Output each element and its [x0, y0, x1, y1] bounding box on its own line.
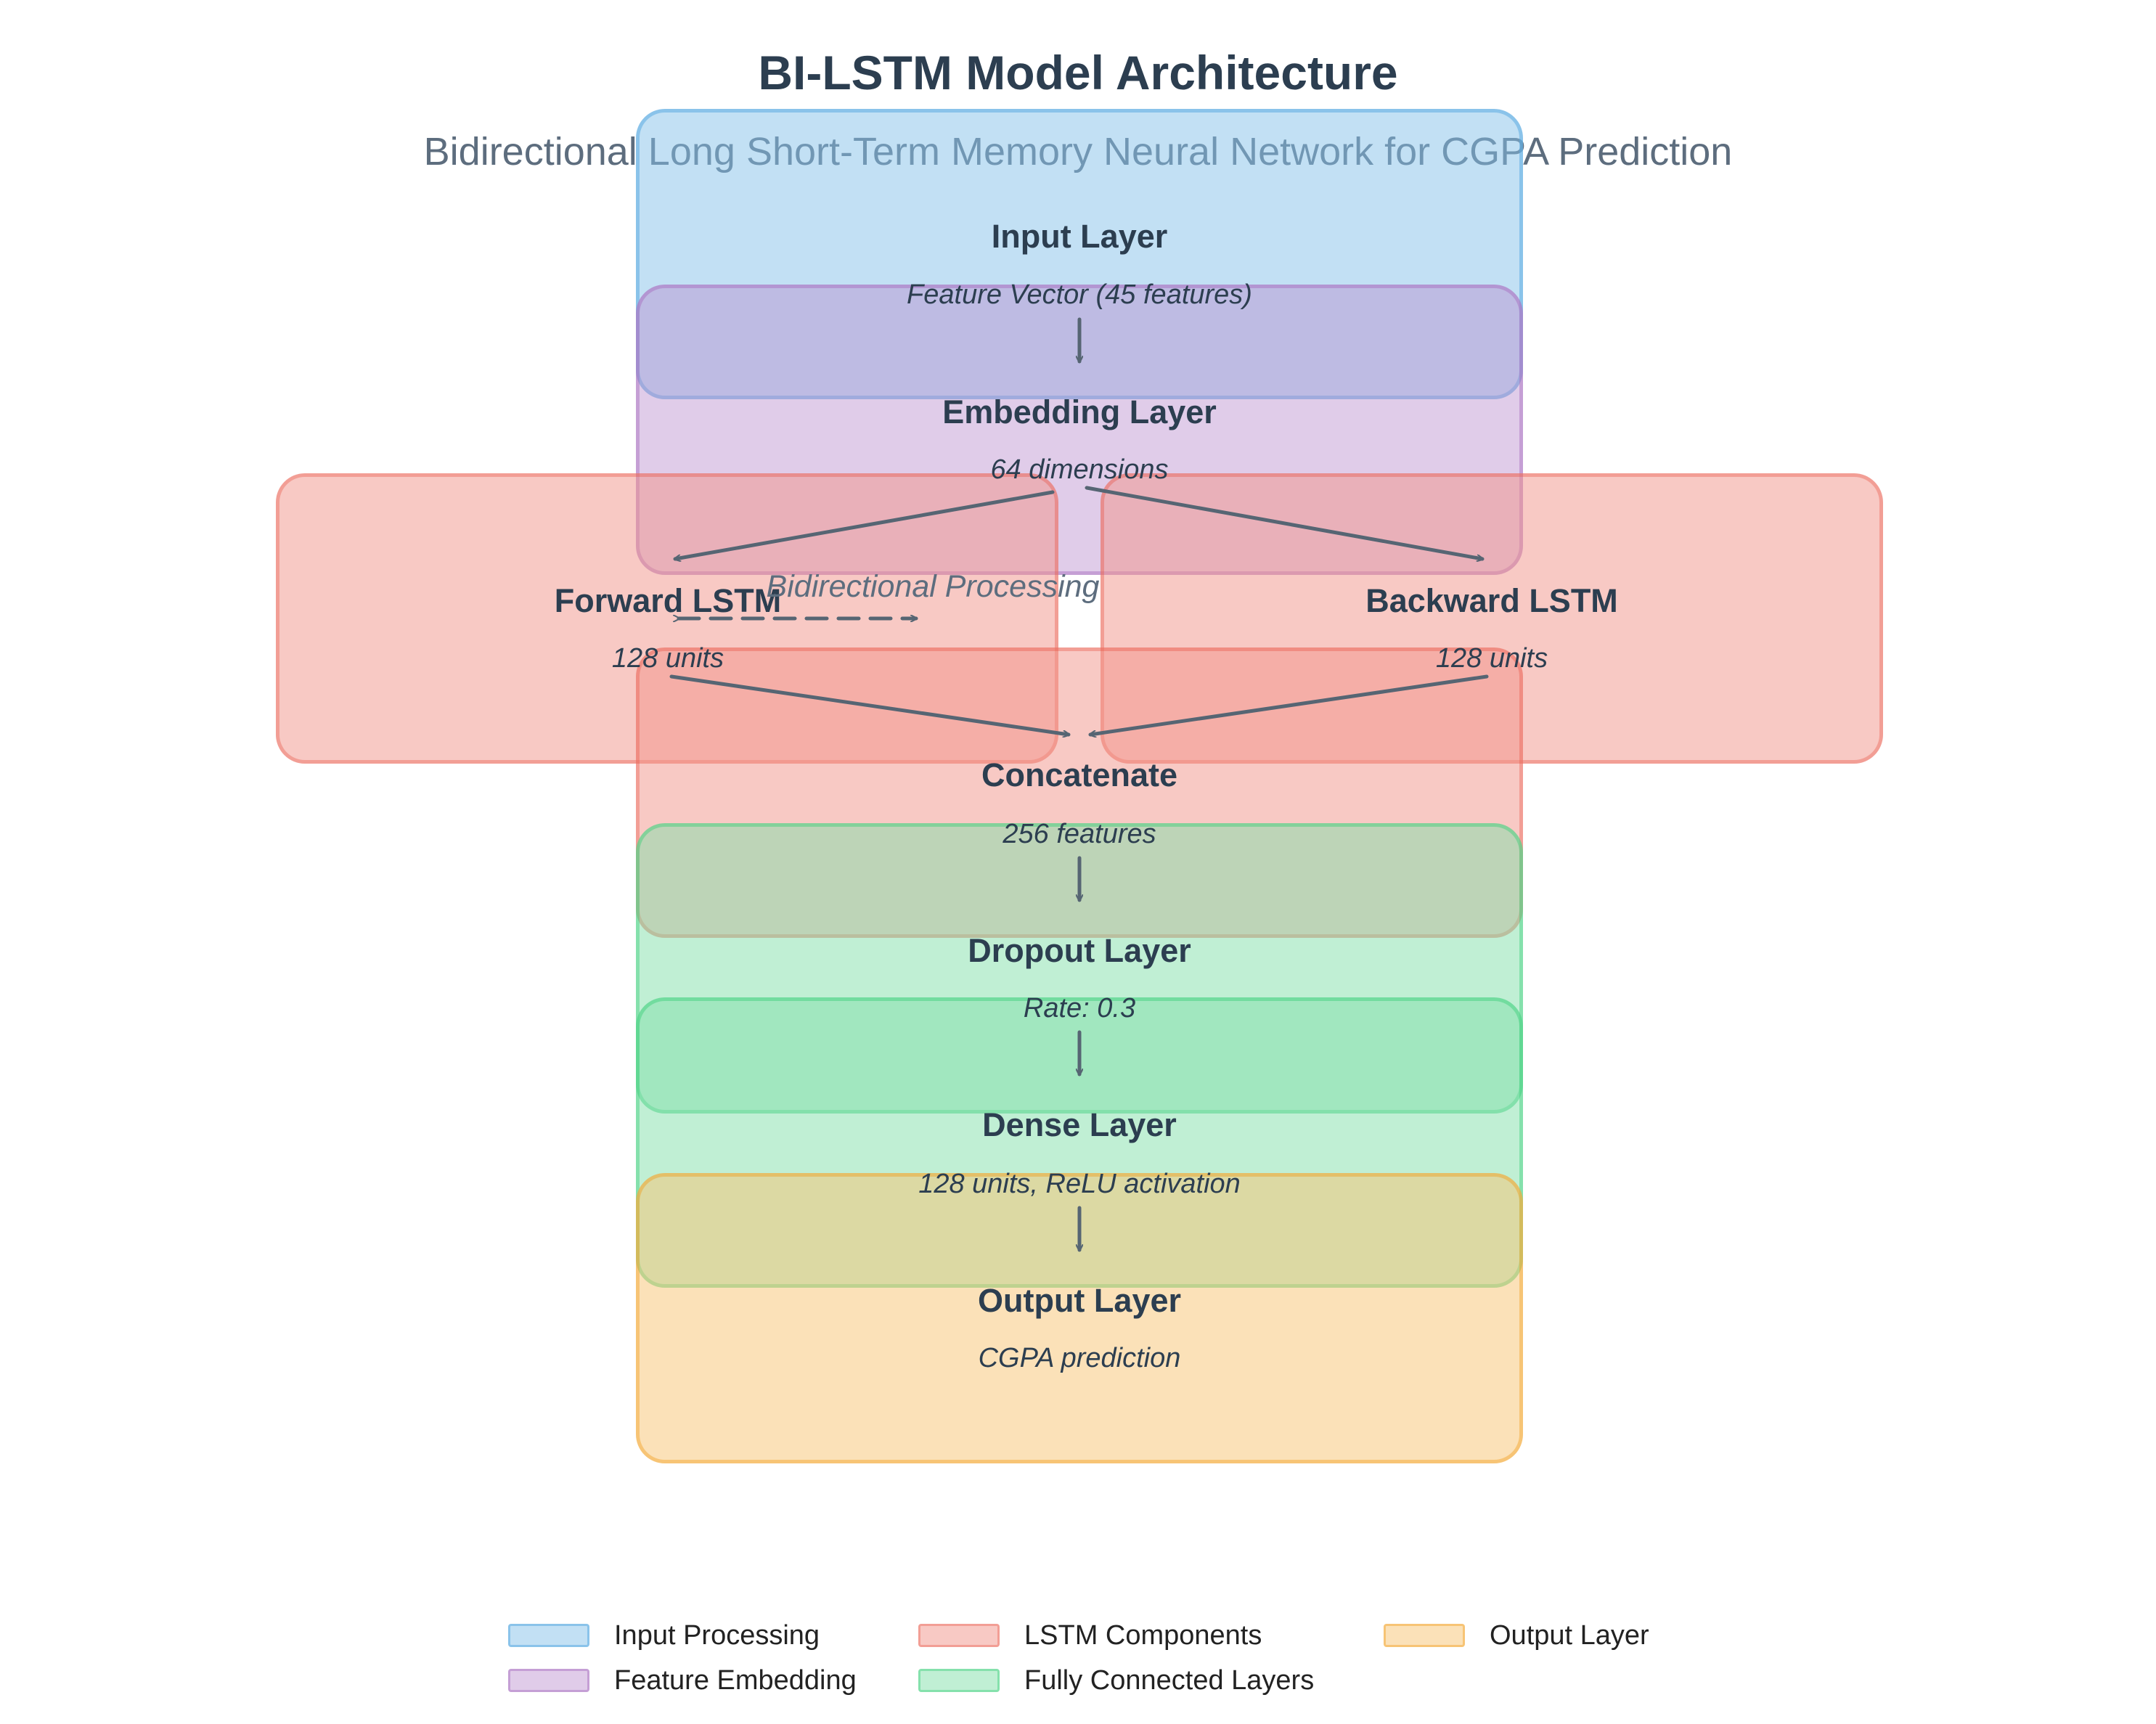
- output-layer-desc: CGPA prediction: [978, 1343, 1181, 1373]
- legend-item: Fully Connected Layers: [918, 1660, 1314, 1701]
- legend-item: LSTM Components: [918, 1615, 1262, 1656]
- arrow-embedding-to-forward: [675, 490, 1055, 559]
- backward-lstm-name: Backward LSTM: [1365, 582, 1618, 619]
- backward-lstm-desc: 128 units: [1435, 643, 1548, 674]
- legend-swatch-feature-embedding: [508, 1669, 589, 1692]
- legend-label: Output Layer: [1490, 1619, 1649, 1651]
- legend-label: Feature Embedding: [614, 1664, 857, 1696]
- embedding-layer-desc: 64 dimensions: [990, 454, 1169, 485]
- legend-swatch-output-layer: [1384, 1624, 1465, 1647]
- dropout-layer-desc: Rate: 0.3: [1023, 993, 1136, 1024]
- bidirectional-processing-label: Bidirectional Processing: [766, 569, 1100, 604]
- legend-item: Output Layer: [1384, 1615, 1649, 1656]
- legend-swatch-fully-connected-layers: [918, 1669, 1000, 1692]
- dense-layer-name: Dense Layer: [982, 1106, 1177, 1143]
- embedding-layer-name: Embedding Layer: [942, 393, 1217, 430]
- arrow-embedding-to-backward: [1085, 486, 1482, 559]
- dropout-layer-name: Dropout Layer: [968, 932, 1191, 969]
- legend-swatch-lstm-components: [918, 1624, 1000, 1647]
- legend-item: Feature Embedding: [508, 1660, 857, 1701]
- forward-lstm-name: Forward LSTM: [554, 582, 782, 619]
- arrow-forward-to-concatenate: [669, 674, 1069, 735]
- legend-label: Input Processing: [614, 1619, 820, 1651]
- legend: Input Processing Feature Embedding LSTM …: [508, 1615, 1670, 1709]
- forward-lstm-desc: 128 units: [611, 643, 724, 674]
- diagram-title: BI-LSTM Model Architecture: [758, 46, 1398, 99]
- legend-swatch-input-processing: [508, 1624, 589, 1647]
- output-layer-name: Output Layer: [977, 1282, 1182, 1319]
- dense-layer-desc: 128 units, ReLU activation: [918, 1169, 1241, 1199]
- legend-label: LSTM Components: [1024, 1619, 1262, 1651]
- concatenate-layer-name: Concatenate: [981, 756, 1178, 793]
- input-layer-name: Input Layer: [991, 218, 1168, 255]
- legend-label: Fully Connected Layers: [1024, 1664, 1315, 1696]
- legend-item: Input Processing: [508, 1615, 820, 1656]
- concatenate-layer-desc: 256 features: [1003, 819, 1156, 849]
- arrow-backward-to-concatenate: [1090, 674, 1489, 735]
- input-layer-desc: Feature Vector (45 features): [907, 279, 1252, 310]
